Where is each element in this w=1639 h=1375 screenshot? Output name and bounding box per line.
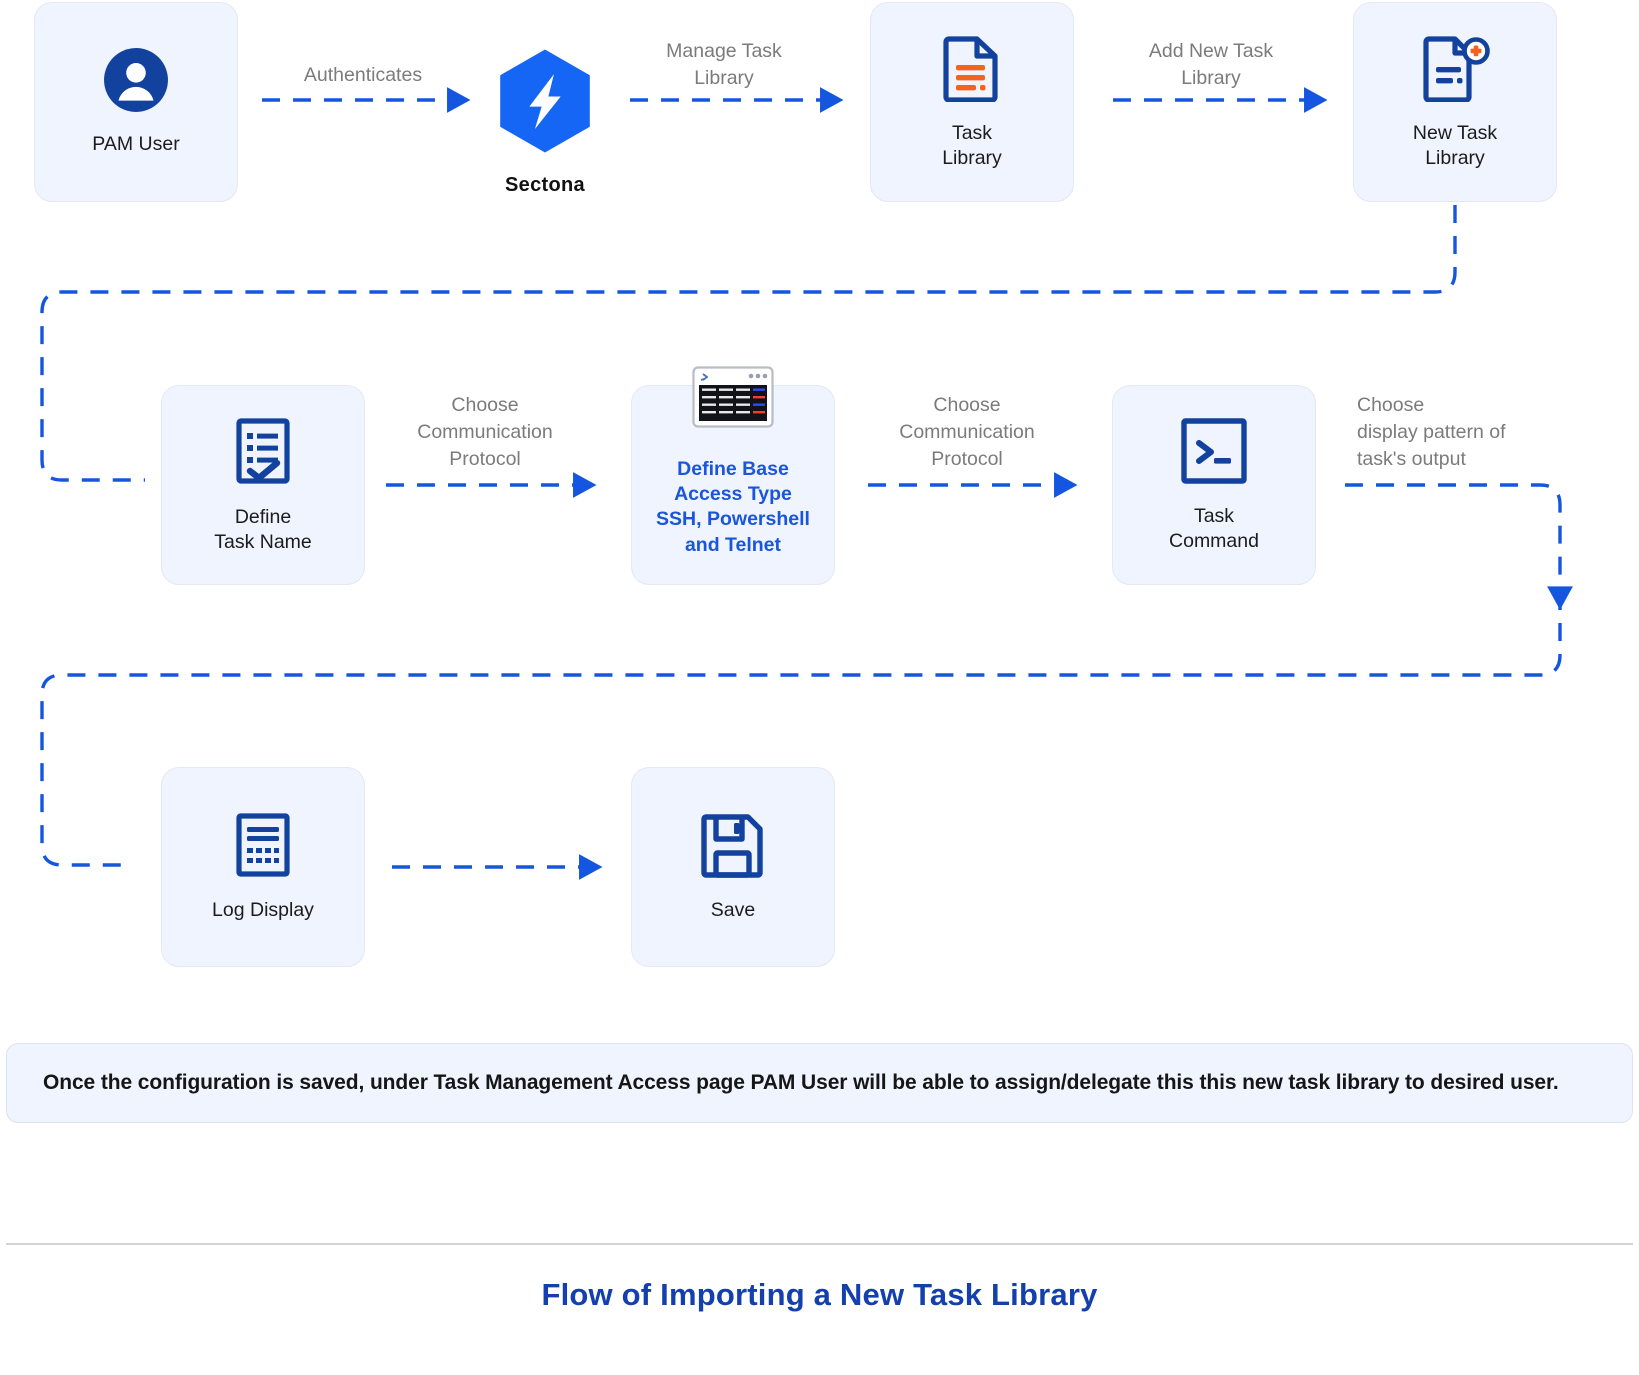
edge-label-authenticates: Authenticates bbox=[303, 64, 423, 86]
edge-label-manage-task-library: Manage Task Library bbox=[666, 40, 782, 89]
node-log-display-label: Log Display bbox=[212, 899, 314, 922]
node-log-display[interactable]: Log Display bbox=[161, 767, 365, 967]
edge-label-choose-display-pattern: Choose display pattern of task's output bbox=[1357, 394, 1506, 470]
edge-wrap-row2-to-row3-a bbox=[1345, 483, 1573, 610]
checklist-icon bbox=[233, 416, 293, 491]
node-save[interactable]: Save bbox=[631, 767, 835, 967]
node-define-base-access-type-label: Define Base Access Type SSH, Powershell … bbox=[656, 457, 810, 556]
document-lines-icon bbox=[941, 34, 1003, 107]
edge-label-choose-protocol-2: Choose Communication Protocol bbox=[899, 394, 1035, 470]
node-sectona-label: Sectona bbox=[505, 174, 585, 196]
node-task-library[interactable]: Task Library bbox=[870, 2, 1074, 202]
node-new-task-library[interactable]: New Task Library bbox=[1353, 2, 1557, 202]
node-pam-user-label: PAM User bbox=[92, 133, 180, 156]
node-task-command-label: Task Command bbox=[1169, 505, 1259, 552]
user-avatar-icon bbox=[103, 47, 169, 118]
node-define-task-name[interactable]: Define Task Name bbox=[161, 385, 365, 585]
node-task-library-label: Task Library bbox=[942, 122, 1002, 169]
note-text: Once the configuration is saved, under T… bbox=[43, 1071, 1559, 1094]
diagram-title: Flow of Importing a New Task Library bbox=[541, 1277, 1098, 1312]
console-prompt-icon bbox=[1180, 417, 1248, 490]
node-save-label: Save bbox=[710, 899, 756, 922]
node-define-task-name-label: Define Task Name bbox=[214, 506, 312, 553]
floppy-disk-icon bbox=[700, 811, 766, 884]
node-new-task-library-label: New Task Library bbox=[1412, 122, 1498, 169]
footer-divider bbox=[6, 1243, 1633, 1245]
node-sectona[interactable]: Sectona bbox=[485, 45, 605, 197]
log-document-icon bbox=[232, 811, 294, 884]
document-add-icon bbox=[1419, 34, 1491, 107]
edge-label-add-new-task-library: Add New Task Library bbox=[1148, 40, 1274, 89]
node-pam-user[interactable]: PAM User bbox=[34, 2, 238, 202]
terminal-window-icon bbox=[692, 366, 774, 433]
edge-label-choose-protocol-1: Choose Communication Protocol bbox=[417, 394, 553, 470]
sectona-logo-icon bbox=[489, 45, 601, 162]
note-banner: Once the configuration is saved, under T… bbox=[6, 1043, 1633, 1123]
node-task-command[interactable]: Task Command bbox=[1112, 385, 1316, 585]
